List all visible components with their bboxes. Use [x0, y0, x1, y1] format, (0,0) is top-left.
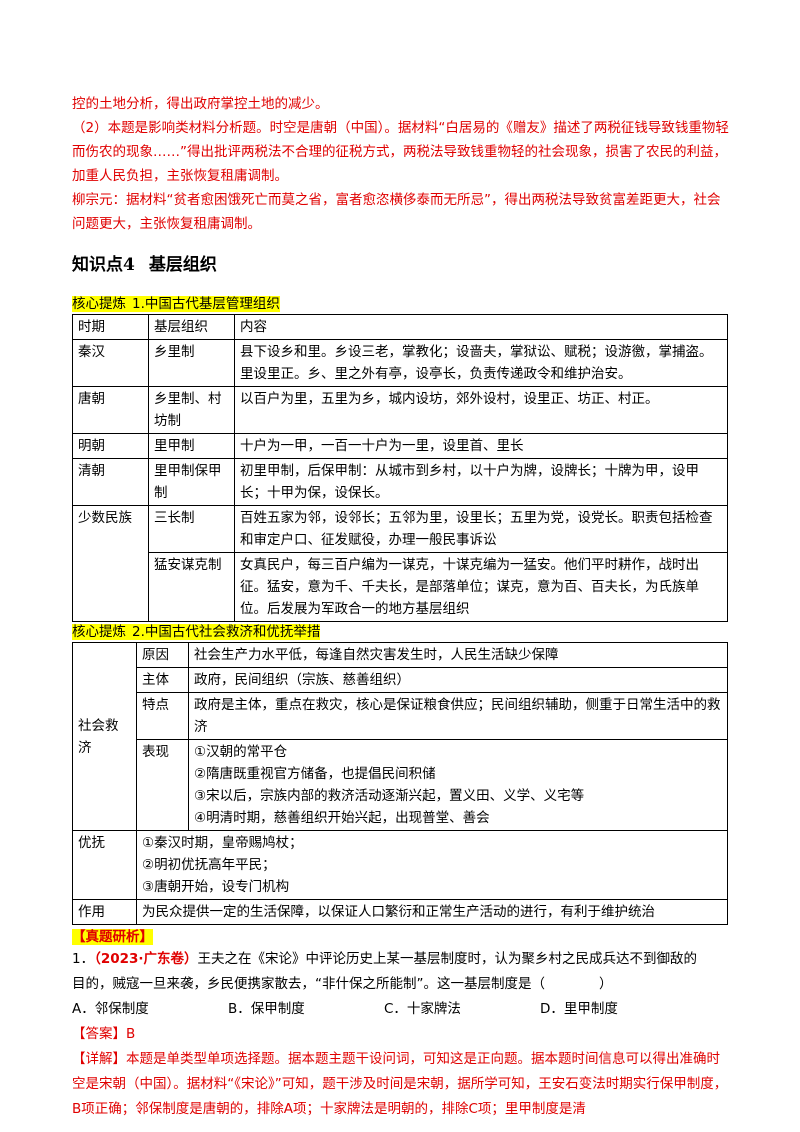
question-stem: 1．（2023·广东卷）王夫之在《宋论》中评论历史上某一基层制度时，认为聚乡村之… — [72, 947, 732, 972]
table-row: 猛安谋克制 女真民户，每三百户编为一谋克，十谋克编为一猛安。他们平时耕作，战时出… — [73, 552, 728, 622]
detail-label: 【详解】 — [72, 1051, 126, 1067]
page: 控的土地分析，得出政府掌控土地的减少。 （2）本题是影响类材料分析题。时空是唐朝… — [72, 92, 732, 1122]
table-row: 清朝 里甲制保甲制 初里甲制，后保甲制：从城市到乡村，以十户为牌，设牌长；十牌为… — [72, 458, 728, 506]
section-number: 知识点4 — [72, 255, 135, 275]
table-row: 特点 政府是主体，重点在救灾，核心是保证粮食供应；民间组织辅助，侧重于日常生活中… — [73, 692, 728, 740]
option-b: B．保甲制度 — [228, 1001, 305, 1017]
content-cell: 初里甲制，后保甲制：从城市到乡村，以十户为牌，设牌长；十牌为甲，设甲长；十甲为保… — [234, 458, 728, 506]
effect-name-cell: 作用 — [72, 899, 137, 925]
option-a: A．邻保制度 — [72, 1001, 149, 1017]
list-item: ④明清时期，慈善组织开始兴起，出现普堂、善会 — [194, 810, 490, 826]
list-item: ③宋以后，宗族内部的救济活动逐渐兴起，置义田、义学、义宅等 — [194, 788, 585, 804]
detail-paragraph: 【详解】本题是单类型单项选择题。据本题主题干设问词，可知这是正向题。据本题时间信… — [72, 1047, 732, 1122]
relief-show-cell: ①汉朝的常平仓 ②隋唐既重视官方储备，也提倡民间积储 ③宋以后，宗族内部的救济活… — [188, 739, 728, 831]
period-cell: 唐朝 — [72, 386, 149, 434]
question-stem-b: 目的，贼寇一旦来袭，乡民便携家散去，“非什保之所能制”。这一基层制度是（ ） — [72, 976, 613, 992]
exam-label-row: 【真题研析】 — [72, 925, 732, 947]
table1-header-period: 时期 — [72, 314, 149, 340]
intro-line-1: 控的土地分析，得出政府掌控土地的减少。 — [72, 96, 329, 112]
effect-value-cell: 为民众提供一定的生活保障，以保证人口繁衍和正常生产活动的进行，有利于维护统治 — [136, 899, 728, 925]
content-cell: 以百户为里，五里为乡，城内设坊，郊外设村，设里正、坊正、村正。 — [234, 386, 728, 434]
table-row: 作用 为民众提供一定的生活保障，以保证人口繁衍和正常生产活动的进行，有利于维护统… — [72, 899, 728, 925]
org-cell: 三长制 — [148, 505, 235, 553]
table-row: 唐朝 乡里制、村坊制 以百户为里，五里为乡，城内设坊，郊外设村，设里正、坊正、村… — [72, 386, 728, 434]
answer-value: B — [126, 1026, 136, 1042]
section-heading: 知识点4 基层组织 — [72, 250, 732, 280]
answer-label: 【答案】 — [72, 1026, 126, 1042]
section-title: 基层组织 — [148, 255, 217, 275]
youfu-items-cell: ①秦汉时期，皇帝赐鸠杖； ②明初优抚高年平民； ③唐朝开始，设专门机构 — [136, 830, 728, 900]
org-cell: 猛安谋克制 — [148, 552, 235, 622]
content-cell: 女真民户，每三百户编为一谋克，十谋克编为一猛安。他们平时耕作，战时出征。猛安，意… — [234, 552, 728, 622]
relief-key-cell: 原因 — [136, 642, 189, 668]
question-stem-a: 王夫之在《宋论》中评论历史上某一基层制度时，认为聚乡村之民成兵达不到御敌的 — [197, 951, 698, 967]
table1-header-org: 基层组织 — [148, 314, 235, 340]
org-cell: 乡里制、村坊制 — [148, 386, 235, 434]
question-source: （2023·广东卷） — [94, 951, 198, 967]
intro-paragraph-3: 柳宗元：据材料“贫者愈困饿死亡而莫之省，富者愈恣横侈泰而无所忌”，得出两税法导致… — [72, 192, 721, 232]
relief-value-cell: 政府，民间组织（宗族、慈善组织） — [188, 667, 728, 693]
content-cell: 县下设乡和里。乡设三老，掌教化；设啬夫，掌狱讼、赋税；设游徼，掌捕盗。里设里正。… — [234, 339, 728, 387]
table-row: 明朝 里甲制 十户为一甲，一百一十户为一里，设里首、里长 — [72, 433, 728, 459]
option-d: D．里甲制度 — [540, 1001, 618, 1017]
relief-key-cell: 主体 — [136, 667, 189, 693]
question-number: 1． — [72, 951, 95, 967]
table-row: 表现 ①汉朝的常平仓 ②隋唐既重视官方储备，也提倡民间积储 ③宋以后，宗族内部的… — [73, 739, 728, 831]
table-social-relief: 社会救济 原因 社会生产力水平低，每逢自然灾害发生时，人民生活缺少保障 主体 政… — [72, 642, 728, 925]
list-item: ①汉朝的常平仓 — [194, 744, 288, 760]
relief-value-cell: 社会生产力水平低，每逢自然灾害发生时，人民生活缺少保障 — [188, 642, 728, 668]
relief-key-cell: 表现 — [136, 739, 189, 831]
table1-header-row: 时期 基层组织 内容 — [72, 314, 728, 340]
table-grassroots-organizations: 时期 基层组织 内容 秦汉 乡里制 县下设乡和里。乡设三老，掌教化；设啬夫，掌狱… — [72, 314, 728, 622]
options-row: A．邻保制度 B．保甲制度 C．十家牌法 D．里甲制度 — [72, 997, 732, 1022]
list-item: ②隋唐既重视官方储备，也提倡民间积储 — [194, 766, 436, 782]
table-row: 社会救济 原因 社会生产力水平低，每逢自然灾害发生时，人民生活缺少保障 — [72, 642, 728, 831]
intro-paragraph-2: （2）本题是影响类材料分析题。时空是唐朝（中国）。据材料“白居易的《赠友》描述了… — [72, 120, 729, 184]
detail-text: 本题是单类型单项选择题。据本题主题干设问词，可知这是正向题。据本题时间信息可以得… — [72, 1051, 728, 1117]
exam-label: 【真题研析】 — [72, 929, 153, 945]
list-item: ①秦汉时期，皇帝赐鸠杖； — [142, 835, 303, 851]
table-row: 秦汉 乡里制 县下设乡和里。乡设三老，掌教化；设啬夫，掌狱讼、赋税；设游徼，掌捕… — [72, 339, 728, 387]
relief-key-cell: 特点 — [136, 692, 189, 740]
content-cell: 百姓五家为邻，设邻长；五邻为里，设里长；五里为党，设党长。职责包括检查和审定户口… — [234, 505, 728, 553]
table-row: 优抚 ①秦汉时期，皇帝赐鸠杖； ②明初优抚高年平民； ③唐朝开始，设专门机构 — [72, 830, 728, 900]
table1-header-content: 内容 — [234, 314, 728, 340]
period-cell: 明朝 — [72, 433, 149, 459]
youfu-name-cell: 优抚 — [72, 830, 137, 900]
period-cell: 秦汉 — [72, 339, 149, 387]
table-row: 少数民族 三长制 百姓五家为邻，设邻长；五邻为里，设里长；五里为党，设党长。职责… — [72, 505, 728, 622]
option-c: C．十家牌法 — [384, 1001, 461, 1017]
content-cell: 十户为一甲，一百一十户为一里，设里首、里长 — [234, 433, 728, 459]
org-cell: 里甲制保甲制 — [148, 458, 235, 506]
org-cell: 里甲制 — [148, 433, 235, 459]
period-cell: 少数民族 — [72, 505, 149, 622]
relief-value-cell: 政府是主体，重点在救灾，核心是保证粮食供应；民间组织辅助，侧重于日常生活中的救济 — [188, 692, 728, 740]
org-cell: 乡里制 — [148, 339, 235, 387]
period-cell: 清朝 — [72, 458, 149, 506]
relief-name-cell: 社会救济 — [72, 642, 137, 831]
list-item: ②明初优抚高年平民； — [142, 857, 276, 873]
table-row: 主体 政府，民间组织（宗族、慈善组织） — [73, 667, 728, 693]
list-item: ③唐朝开始，设专门机构 — [142, 879, 290, 895]
answer-line: 【答案】B — [72, 1022, 732, 1047]
